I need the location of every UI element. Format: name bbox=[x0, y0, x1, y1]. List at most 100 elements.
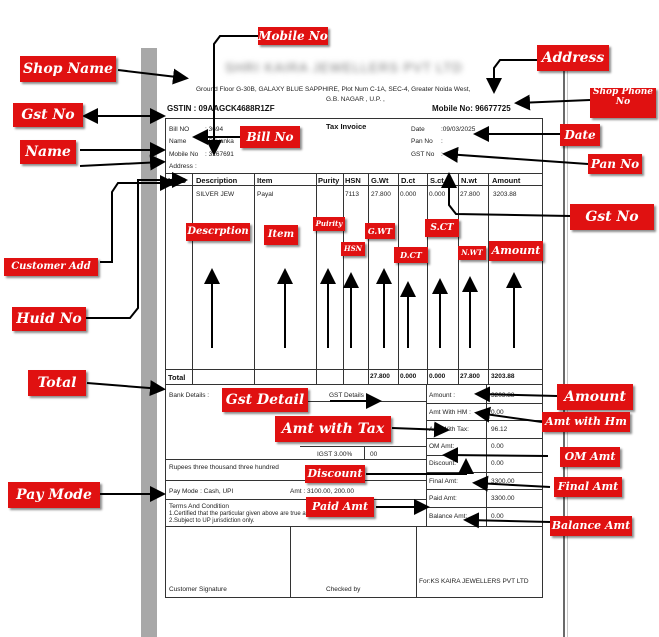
th-item: Item bbox=[257, 176, 273, 185]
bank-details: Bank Details : bbox=[169, 392, 210, 399]
term-1: 1.Certified that the particular given ab… bbox=[169, 511, 335, 517]
checked-by: Checked by bbox=[326, 586, 361, 593]
label-amt-with-tax: Amt with Tax bbox=[275, 416, 391, 442]
total-label: Total bbox=[168, 373, 186, 382]
sig-divider bbox=[416, 526, 417, 598]
label-discount: Discount bbox=[305, 465, 365, 483]
label-gst-no-2: Gst No bbox=[570, 204, 654, 230]
label-pay-mode: Pay Mode bbox=[8, 482, 100, 508]
arrow-amt-with-hm bbox=[474, 406, 543, 423]
terms-top bbox=[165, 499, 426, 500]
th-amount: Amount bbox=[492, 176, 521, 185]
pan-value: : bbox=[441, 138, 443, 145]
label-gst-detail: Gst Detail bbox=[222, 388, 308, 412]
balance-value: 0.00 bbox=[491, 513, 504, 520]
label-amt-with-hm: Amt with Hm bbox=[542, 412, 630, 432]
table-total-top bbox=[165, 369, 543, 370]
th-nwt: N.wt bbox=[461, 176, 477, 185]
igst-top bbox=[300, 446, 426, 447]
address-label: Address bbox=[169, 163, 193, 170]
arrow-final-amt bbox=[472, 475, 551, 492]
amt-hm-label: Amt With HM : bbox=[429, 409, 471, 416]
address-value: : bbox=[195, 163, 197, 170]
label-amount: Amount bbox=[489, 241, 543, 261]
col-divider bbox=[398, 173, 399, 384]
label-nwt: N.WT bbox=[458, 246, 486, 260]
table-top-line bbox=[165, 173, 543, 174]
label-shop-name: Shop Name bbox=[20, 56, 116, 82]
customer-signature: Customer Signature bbox=[169, 586, 227, 593]
col-divider bbox=[488, 173, 489, 384]
term-2: 2.Subject to UP jurisdiction only. bbox=[169, 518, 255, 524]
arrow-shop-name bbox=[117, 68, 189, 85]
label-item: Item bbox=[264, 225, 298, 245]
amount-label: Amount : bbox=[429, 392, 456, 399]
total-sct: 0.000 bbox=[429, 373, 446, 380]
cell-dct: 0.000 bbox=[400, 191, 417, 198]
label-amount-2: Amount bbox=[557, 384, 633, 410]
th-purity: Purity bbox=[318, 176, 340, 185]
shop-address-line2: G.B. NAGAR , U.P. , bbox=[326, 96, 385, 103]
label-huid-no: Huid No bbox=[12, 307, 86, 331]
arrow-customer-add bbox=[100, 175, 176, 263]
th-gwt: G.Wt bbox=[371, 176, 389, 185]
label-bill-no: Bill No bbox=[240, 126, 300, 148]
terms-title: Terms And Condition bbox=[169, 503, 229, 510]
col-divider bbox=[192, 173, 193, 384]
cell-gwt: 27.800 bbox=[371, 191, 391, 198]
arrow-total bbox=[86, 380, 166, 397]
table-total-bottom bbox=[165, 384, 543, 385]
table-header-line bbox=[165, 185, 543, 186]
discount-value: 0.00 bbox=[491, 460, 504, 467]
date-value: :09/03/2025 bbox=[441, 126, 476, 133]
label-mobile-no: Mobile No bbox=[258, 27, 328, 45]
col-divider bbox=[368, 173, 369, 384]
om-label: OM Amt: bbox=[429, 443, 455, 450]
label-paid-amt: Paid Amt bbox=[306, 497, 374, 517]
igst-rate: IGST 3.00% bbox=[317, 451, 353, 458]
sum-line bbox=[426, 403, 543, 404]
label-name: Name bbox=[20, 140, 76, 164]
col-divider bbox=[316, 173, 317, 384]
shop-address-line1: Ground Floor G-30B, GALAXY BLUE SAPPHIRE… bbox=[196, 86, 471, 93]
shop-gstin: GSTIN : 09AAGCK4688R1ZF bbox=[167, 104, 275, 113]
label-purity: Puirity bbox=[313, 217, 345, 231]
total-gwt: 27.800 bbox=[370, 373, 390, 380]
right-sheet-edge bbox=[563, 48, 565, 637]
label-gwt: G.WT bbox=[365, 223, 395, 239]
sum-line bbox=[426, 472, 543, 473]
sum-line bbox=[426, 507, 543, 508]
paid-label: Paid Amt: bbox=[429, 495, 457, 502]
final-label: Final Amt: bbox=[429, 478, 458, 485]
arrow-huid-no bbox=[86, 172, 188, 319]
shop-mobile: Mobile No: 96677725 bbox=[432, 104, 511, 113]
label-address: Address bbox=[537, 45, 609, 71]
th-description: Description bbox=[196, 176, 238, 185]
col-divider bbox=[427, 173, 428, 384]
igst-value: 00 bbox=[370, 451, 378, 458]
gst-no-label: GST No bbox=[411, 151, 435, 158]
label-pan-no: Pan No bbox=[588, 154, 642, 174]
label-customer-add: Customer Add bbox=[4, 258, 98, 276]
arrow-pan-no bbox=[442, 146, 589, 165]
total-nwt: 27.800 bbox=[460, 373, 480, 380]
arrow-balance-amt bbox=[463, 512, 551, 529]
invoice-title: Tax Invoice bbox=[326, 122, 367, 131]
cell-amount: 3203.88 bbox=[493, 191, 517, 198]
cell-sct: 0.000 bbox=[429, 191, 446, 198]
balance-label: Balance Amt: bbox=[429, 513, 468, 520]
col-divider bbox=[458, 173, 459, 384]
arrow-shop-phone bbox=[514, 94, 591, 111]
amount-in-words: Rupees three thousand three hundred bbox=[169, 464, 279, 471]
arrow-address bbox=[486, 59, 537, 94]
total-dct: 0.000 bbox=[400, 373, 417, 380]
words-top bbox=[165, 459, 426, 460]
label-gst-no: Gst No bbox=[13, 103, 83, 127]
th-sct: S.ct bbox=[430, 176, 444, 185]
th-hsn: HSN bbox=[345, 176, 361, 185]
bill-no-label: Bill NO bbox=[169, 126, 190, 133]
label-sct: S.CT bbox=[425, 219, 459, 237]
gst-no-value: : bbox=[441, 151, 443, 158]
discount-label: Discount: bbox=[429, 460, 457, 467]
